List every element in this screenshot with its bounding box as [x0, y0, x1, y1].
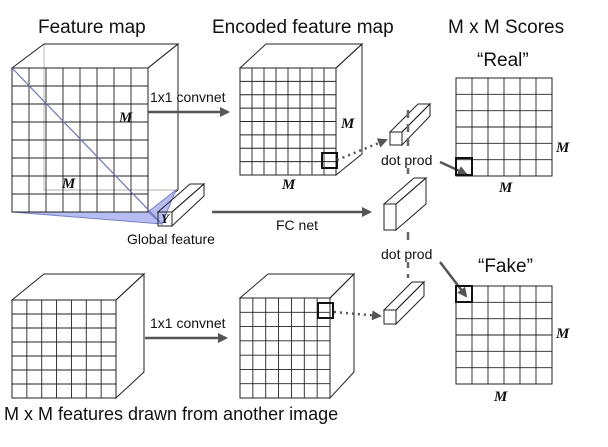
feature-map-diagonal	[11, 67, 161, 223]
feature-map-side-face	[147, 42, 179, 213]
fake-score-grid	[456, 286, 552, 384]
encoded-other-highlight-cell	[317, 302, 334, 319]
dot-prod-bottom: dot prod	[381, 246, 432, 262]
global-feature-front	[157, 211, 173, 227]
encoded-m-right: M	[340, 116, 355, 132]
other-image-features-cube	[10, 272, 146, 400]
conv-label-bottom: 1x1 convnet	[150, 315, 226, 331]
encoded-vector-top	[388, 102, 432, 147]
fc-output-vector	[382, 176, 428, 232]
encoded-m-bottom: M	[281, 177, 296, 193]
real-score-map: M M	[455, 77, 570, 196]
real-label: “Real”	[477, 50, 529, 71]
real-m-right: M	[555, 140, 570, 156]
encoded-vector-bottom	[382, 280, 426, 326]
dot-prod-top: dot prod	[381, 152, 432, 168]
fake-m-bottom: M	[493, 389, 508, 405]
feature-map-grid	[12, 68, 148, 212]
fake-highlight-cell	[455, 285, 473, 303]
global-feature-label: Global feature	[127, 231, 215, 247]
header-encoded-feature-map: Encoded feature map	[212, 17, 394, 38]
header-feature-map: Feature map	[38, 17, 146, 38]
global-feature-y: Y	[161, 211, 170, 226]
other-front-face	[11, 299, 117, 399]
dotted-arrow-bottom	[333, 310, 382, 321]
encoded-other-grid	[240, 298, 330, 398]
encoded-other-cube	[238, 272, 356, 400]
real-highlight-cell	[455, 157, 473, 176]
encoded-feature-map-grid	[240, 68, 336, 175]
feature-map-back-grid	[43, 44, 178, 191]
encoded-highlight-cell	[321, 152, 338, 169]
footer-caption: M x M features drawn from another image	[4, 404, 338, 424]
real-m-bottom: M	[498, 180, 513, 196]
score-arrow-fake	[439, 261, 468, 298]
encoded-other-front-face	[239, 297, 331, 399]
other-image-features-grid	[12, 300, 116, 398]
header-scores: M x M Scores	[448, 17, 564, 38]
feature-map-m-bottom: M	[61, 176, 76, 192]
score-arrow-real	[439, 160, 468, 176]
global-feature-vector: Y	[156, 182, 206, 228]
feature-map-cube: M M	[10, 42, 180, 225]
real-score-grid	[456, 78, 552, 176]
conv-label-top: 1x1 convnet	[150, 89, 226, 105]
feature-map-m-right: M	[118, 110, 133, 126]
fake-label: “Fake”	[478, 256, 533, 277]
encoded-feature-map-cube: M M	[238, 42, 364, 193]
fake-m-right: M	[555, 326, 570, 342]
fc-net-label: FC net	[276, 217, 318, 233]
feature-map-cone-bottom	[11, 211, 164, 225]
fake-score-map: M M	[455, 285, 570, 405]
